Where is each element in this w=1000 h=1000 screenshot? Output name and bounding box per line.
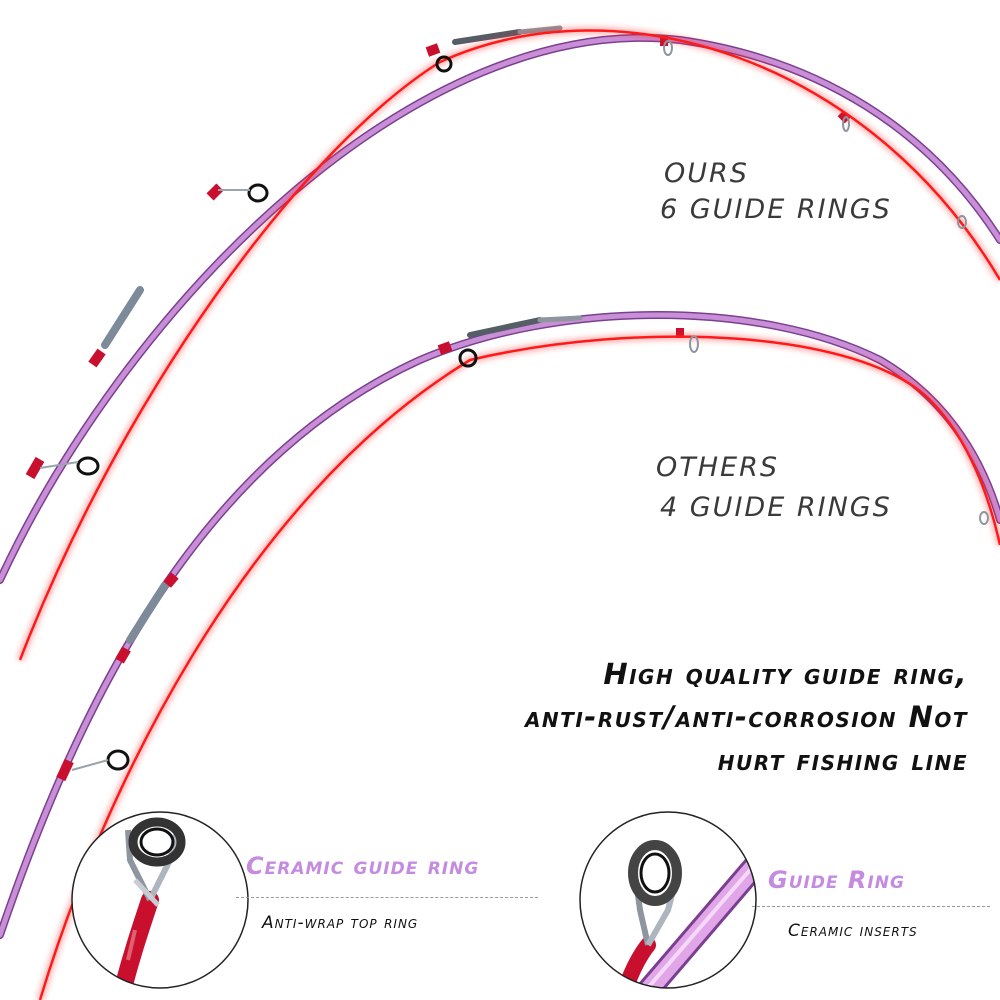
rod-ours <box>0 25 1000 584</box>
callout-1-subtitle: Anti-wrap top ring <box>262 913 419 933</box>
callout-2-divider <box>752 906 990 907</box>
guide-rings-others <box>71 335 989 771</box>
feature-line-2: anti-rust/anti-corrosion Not <box>524 700 968 734</box>
callout-guide-ring <box>579 811 757 989</box>
feature-line-1: High quality guide ring, <box>603 657 968 691</box>
callout-ceramic-guide-ring <box>71 811 249 989</box>
ours-ring-count: 6 GUIDE RINGS <box>660 194 892 225</box>
feature-line-3: hurt fishing line <box>717 743 968 777</box>
callout-1-title: Ceramic guide ring <box>246 852 480 880</box>
fishing-line-others <box>36 333 1000 1000</box>
callout-1-divider <box>236 897 538 898</box>
others-label: OTHERS <box>656 452 780 483</box>
guide-rings-ours <box>39 40 967 476</box>
callout-2-subtitle: Ceramic inserts <box>788 921 918 941</box>
fishing-line-ours <box>16 27 1000 662</box>
callout-2-title: Guide Ring <box>768 866 905 894</box>
others-ring-count: 4 GUIDE RINGS <box>660 492 892 523</box>
ours-label: OURS <box>664 158 749 189</box>
